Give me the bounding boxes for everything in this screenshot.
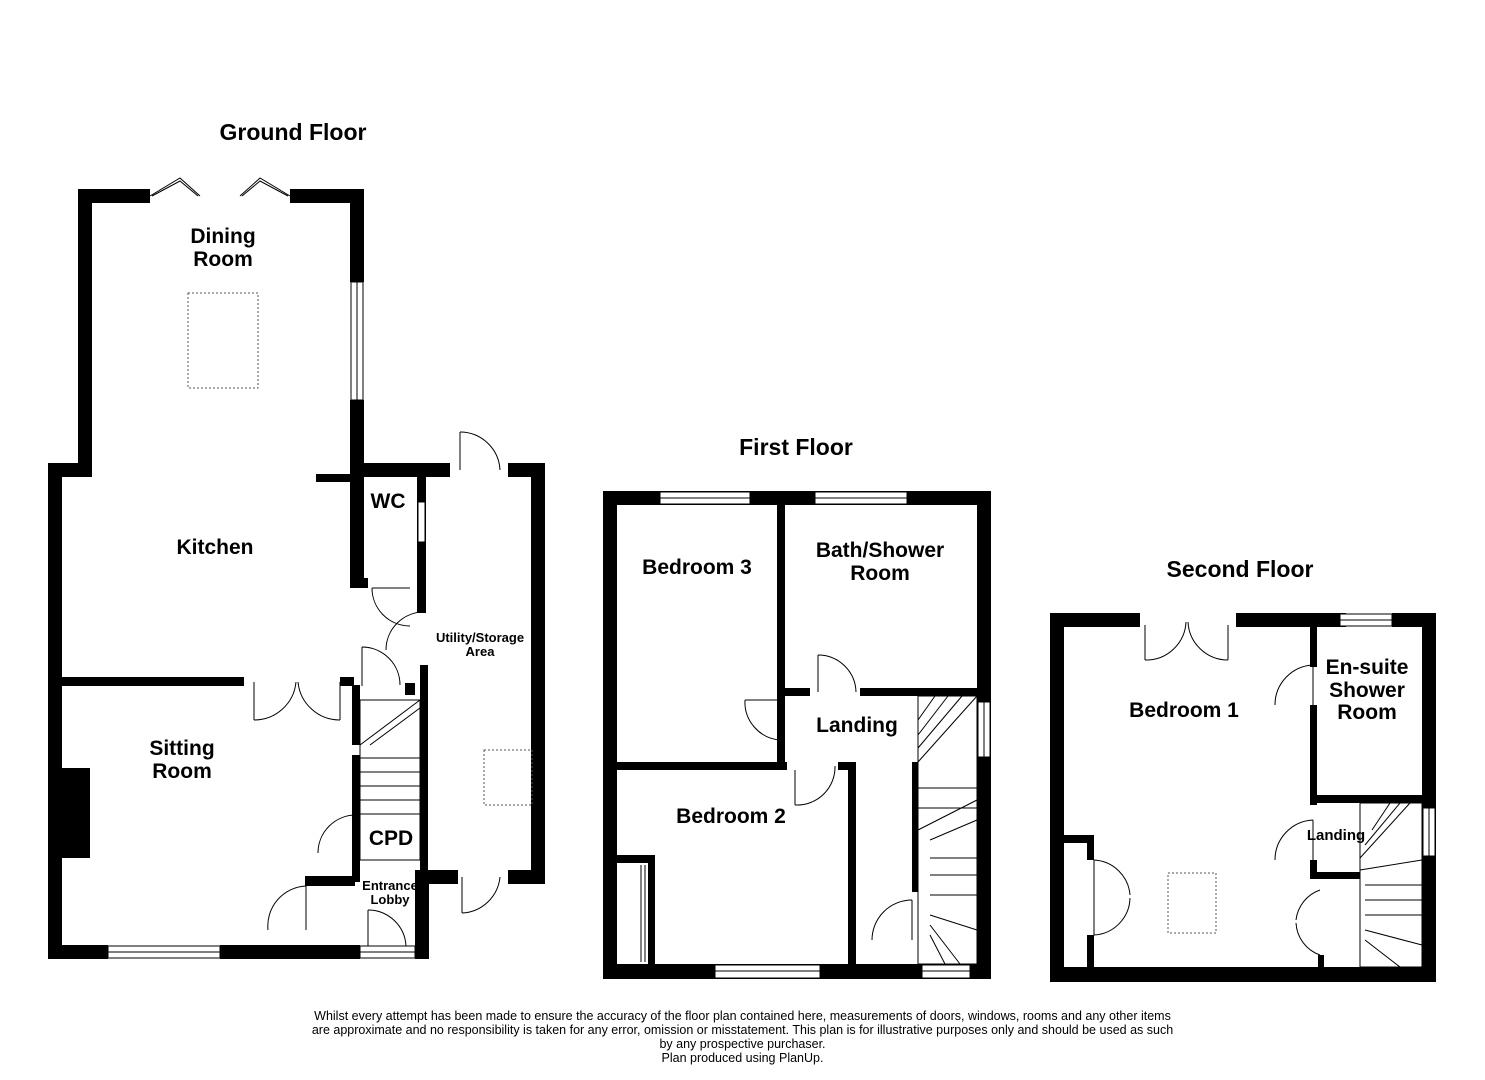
second-floor-walls xyxy=(1050,613,1436,982)
room-label-entrance-lobby: Entrance Lobby xyxy=(362,878,418,908)
second-floor-title: Second Floor xyxy=(1166,556,1314,582)
disclaimer-line: Plan produced using PlanUp. xyxy=(661,1051,824,1065)
ground-floor-windows xyxy=(107,281,426,959)
room-label-line: Room xyxy=(193,247,253,271)
disclaimer-line: are approximate and no responsibility is… xyxy=(311,1023,1174,1037)
room-label-bedroom-2: Bedroom 2 xyxy=(676,805,786,828)
disclaimer-text: Whilst every attempt has been made to en… xyxy=(0,1009,1485,1065)
ground-floor-stairs xyxy=(359,699,421,861)
disclaimer-line: Whilst every attempt has been made to en… xyxy=(314,1009,1171,1023)
room-label-line: Room xyxy=(1337,701,1397,725)
room-label-kitchen: Kitchen xyxy=(176,536,254,559)
room-label-wc: WC xyxy=(370,490,406,513)
first-floor-plan xyxy=(603,491,991,979)
room-label-en-suite: En-suite Shower Room xyxy=(1325,656,1409,725)
room-label-line: Area xyxy=(465,644,495,660)
room-label-line: Room xyxy=(152,759,212,783)
first-floor-windows xyxy=(659,491,991,979)
room-label-line: Room xyxy=(850,561,910,585)
room-label-first-landing: Landing xyxy=(816,714,898,737)
disclaimer-line: by any prospective purchaser. xyxy=(659,1037,826,1051)
room-label-cpd: CPD xyxy=(368,827,414,850)
room-label-line: Dining xyxy=(190,225,256,248)
room-label-line: Sitting xyxy=(149,737,215,760)
second-floor-plan xyxy=(1050,613,1436,982)
room-label-line: Bath/Shower xyxy=(815,539,945,562)
room-label-line: En-suite xyxy=(1325,656,1409,679)
second-floor-doors xyxy=(1093,621,1321,956)
second-floor-windows xyxy=(1339,613,1436,857)
first-floor-title: First Floor xyxy=(739,434,853,460)
room-label-utility: Utility/Storage Area xyxy=(435,630,525,660)
room-label-sitting-room: Sitting Room xyxy=(149,737,215,783)
room-label-bedroom-1: Bedroom 1 xyxy=(1129,699,1239,722)
first-floor-doors xyxy=(640,654,913,962)
ground-floor-doors xyxy=(149,177,501,947)
second-floor-rooflight xyxy=(1167,872,1217,934)
room-label-second-landing: Landing xyxy=(1306,827,1366,844)
room-label-line: Utility/Storage xyxy=(435,630,525,645)
room-label-line: Shower xyxy=(1329,678,1405,702)
ground-floor-title: Ground Floor xyxy=(219,119,367,145)
second-floor-stairs xyxy=(1359,802,1423,968)
ground-floor-rooflights xyxy=(187,292,533,806)
room-label-dining-room: Dining Room xyxy=(190,225,256,271)
room-label-line: Lobby xyxy=(370,892,410,908)
room-label-bedroom-3: Bedroom 3 xyxy=(642,556,752,579)
ground-floor-plan xyxy=(48,177,545,959)
ground-floor-walls xyxy=(48,189,545,959)
room-label-bath-shower-room: Bath/Shower Room xyxy=(815,539,945,585)
room-label-line: Entrance xyxy=(362,878,418,893)
first-floor-stairs xyxy=(917,695,978,965)
